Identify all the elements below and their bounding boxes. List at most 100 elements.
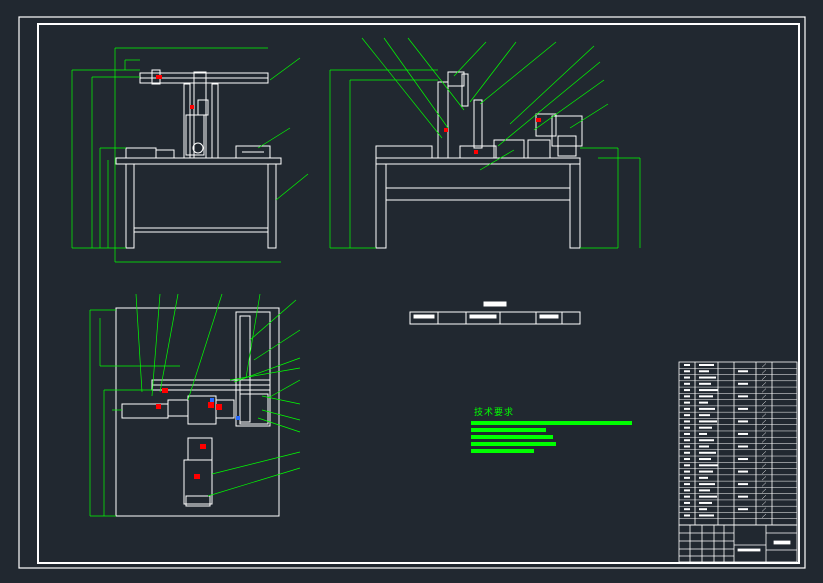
bom-row-number-mark xyxy=(684,420,690,423)
inner-drawing-frame xyxy=(37,23,800,564)
bom-row-name-mark xyxy=(699,395,713,398)
bom-row-tick-mark xyxy=(761,388,767,393)
bom-row-number-mark xyxy=(684,389,690,392)
bom-row-tick-mark xyxy=(761,419,767,424)
parts-summary-table xyxy=(409,301,581,325)
bom-row-name-mark xyxy=(699,445,709,448)
bom-row-name-mark xyxy=(699,476,708,479)
bom-row-name-mark xyxy=(699,501,712,504)
bom-row-number-mark xyxy=(684,508,690,511)
bom-row-name-mark xyxy=(699,370,709,373)
top-view xyxy=(115,307,280,517)
front-view xyxy=(115,69,282,249)
bom-row-tick-mark xyxy=(761,469,767,475)
bom-row-number-mark xyxy=(684,439,690,442)
bom-row-number-mark xyxy=(684,407,690,410)
bom-row-tick-mark xyxy=(761,444,767,449)
bom-row-name-mark xyxy=(699,364,714,366)
bom-row-number-mark xyxy=(684,476,690,479)
side-view-dimensions xyxy=(329,37,641,249)
bom-row-tick-mark xyxy=(761,400,767,406)
bom-row-tick-mark xyxy=(761,513,767,518)
bom-row-number-mark xyxy=(684,458,690,461)
bom-row-material-mark xyxy=(738,407,748,410)
bom-row-tick-mark xyxy=(761,438,767,443)
bom-row-name-mark xyxy=(699,514,714,517)
bom-row-number-mark xyxy=(684,501,690,504)
bom-row-name-mark xyxy=(699,426,712,429)
technical-requirements-title: 技术要求 xyxy=(474,408,515,418)
bom-row-material-mark xyxy=(738,483,748,486)
bom-row-tick-mark xyxy=(761,488,767,493)
bom-row-material-mark xyxy=(738,420,748,423)
bom-row-name-mark xyxy=(699,407,715,410)
bom-row-name-mark xyxy=(699,401,708,404)
top-view-red-parts xyxy=(156,388,222,479)
bom-row-name-mark xyxy=(699,382,711,385)
top-view-blue-parts xyxy=(210,398,240,420)
bom-row-tick-mark xyxy=(761,494,767,500)
bom-row-name-mark xyxy=(699,458,711,461)
bom-row-number-mark xyxy=(684,426,690,429)
technical-requirements-lines xyxy=(471,421,632,453)
side-view xyxy=(375,71,583,249)
bom-row-name-mark xyxy=(699,439,714,442)
bom-row-tick-mark xyxy=(761,375,767,380)
bom-row-tick-mark xyxy=(761,382,767,387)
bom-row-number-mark xyxy=(684,432,690,435)
bom-row-name-mark xyxy=(699,389,718,392)
bom-row-name-mark xyxy=(699,495,717,498)
bom-row-material-mark xyxy=(738,508,748,511)
bom-row-tick-mark xyxy=(761,463,767,468)
bom-row-number-mark xyxy=(684,364,690,366)
bom-row-tick-mark xyxy=(761,476,767,481)
bom-row-number-mark xyxy=(684,470,690,473)
bom-row-tick-mark xyxy=(761,451,767,456)
bom-row-number-mark xyxy=(684,376,690,379)
bom-row-tick-mark xyxy=(761,363,767,368)
bom-row-number-mark xyxy=(684,483,690,486)
bom-row-tick-mark xyxy=(761,407,767,412)
bom-row-number-mark xyxy=(684,395,690,398)
bom-row-tick-mark xyxy=(761,413,767,418)
bom-row-number-mark xyxy=(684,451,690,454)
bom-row-material-mark xyxy=(738,445,748,448)
front-view-dimensions xyxy=(71,47,309,263)
bom-row-number-mark xyxy=(684,445,690,448)
bom-row-name-mark xyxy=(699,451,716,454)
bom-row-material-mark xyxy=(738,382,748,385)
bom-row-number-mark xyxy=(684,514,690,517)
bom-row-material-mark xyxy=(738,432,748,435)
bom-row-tick-mark xyxy=(761,432,767,437)
bom-row-material-mark xyxy=(738,495,748,498)
bom-row-number-mark xyxy=(684,401,690,404)
bom-row-tick-mark xyxy=(761,426,767,431)
bom-row-name-mark xyxy=(699,508,707,511)
bom-row-name-mark xyxy=(699,464,718,467)
front-view-red-parts xyxy=(156,75,194,109)
bom-row-material-mark xyxy=(738,395,748,398)
bom-row-name-mark xyxy=(699,483,715,486)
bom-row-number-mark xyxy=(684,495,690,498)
bom-row-number-mark xyxy=(684,382,690,385)
bom-row-number-mark xyxy=(684,414,690,417)
bom-row-tick-mark xyxy=(761,507,767,512)
bom-row-tick-mark xyxy=(761,482,767,487)
bom-rows xyxy=(679,363,797,519)
bom-row-material-mark xyxy=(738,470,748,473)
bom-row-tick-mark xyxy=(761,369,767,374)
bom-row-tick-mark xyxy=(761,394,767,399)
bom-row-tick-mark xyxy=(761,501,767,506)
bom-row-name-mark xyxy=(699,432,707,435)
bom-row-number-mark xyxy=(684,464,690,467)
bom-row-material-mark xyxy=(738,458,748,461)
outer-sheet-border xyxy=(18,16,806,569)
bom-row-number-mark xyxy=(684,489,690,492)
title-block xyxy=(678,524,798,563)
bom-row-name-mark xyxy=(699,420,717,423)
top-view-dimensions xyxy=(89,293,301,517)
bom-row-tick-mark xyxy=(761,457,767,462)
bom-row-name-mark xyxy=(699,470,713,473)
bom-row-name-mark xyxy=(699,414,710,417)
